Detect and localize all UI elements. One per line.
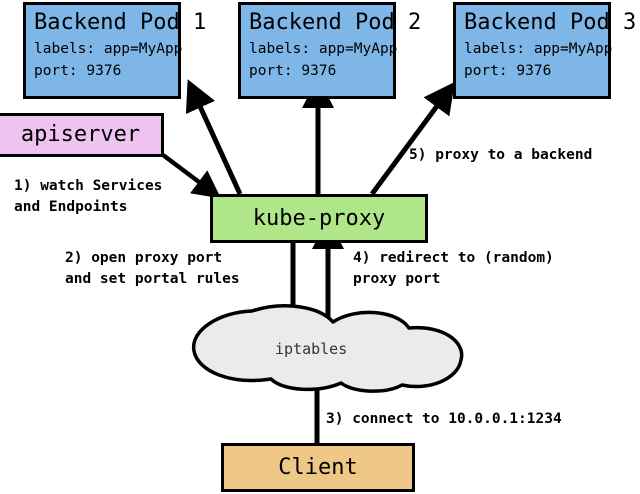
pod-title: Backend Pod 3 xyxy=(464,10,637,35)
step-2-line-1: 2) open proxy port xyxy=(65,250,223,266)
step-2-annotation: 2) open proxy port and set portal rules xyxy=(65,248,240,290)
step-1-line-1: 1) watch Services xyxy=(14,178,163,194)
pod-title: Backend Pod 1 xyxy=(34,10,207,35)
pod-labels: labels: app=MyApp xyxy=(464,41,613,57)
kube-proxy-node[interactable]: kube-proxy xyxy=(210,194,428,243)
iptables-cloud xyxy=(192,304,464,393)
step-1-line-2: and Endpoints xyxy=(14,199,128,215)
kube-proxy-label: kube-proxy xyxy=(252,205,386,231)
step-4-line-2: proxy port xyxy=(353,271,441,287)
step-3-annotation: 3) connect to 10.0.0.1:1234 xyxy=(326,409,562,430)
arrow-kubeproxy-to-pod-1 xyxy=(185,79,243,196)
step-4-annotation: 4) redirect to (random) proxy port xyxy=(353,248,554,290)
pod-port: port: 9376 xyxy=(34,63,122,79)
step-3-line-1: 3) connect to 10.0.0.1:1234 xyxy=(326,411,562,427)
pod-port: port: 9376 xyxy=(464,63,552,79)
pod-port: port: 9376 xyxy=(249,63,337,79)
iptables-label: iptables xyxy=(275,340,348,358)
client-label: Client xyxy=(278,454,358,480)
step-2-line-2: and set portal rules xyxy=(65,271,240,287)
step-1-annotation: 1) watch Services and Endpoints xyxy=(14,176,162,218)
pod-title: Backend Pod 2 xyxy=(249,10,422,35)
arrow-kubeproxy-to-pod-3 xyxy=(369,81,455,196)
client-node[interactable]: Client xyxy=(221,443,415,492)
backend-pod-3[interactable]: Backend Pod 3 labels: app=MyApp port: 93… xyxy=(453,2,637,99)
backend-pod-1[interactable]: Backend Pod 1 labels: app=MyApp port: 93… xyxy=(23,2,207,99)
step-4-line-1: 4) redirect to (random) xyxy=(353,250,554,266)
step-5-annotation: 5) proxy to a backend xyxy=(409,145,592,166)
backend-pod-2[interactable]: Backend Pod 2 labels: app=MyApp port: 93… xyxy=(238,2,422,99)
step-5-line-1: 5) proxy to a backend xyxy=(409,147,593,163)
arrow-apiserver-to-kubeproxy xyxy=(161,153,221,199)
pod-labels: labels: app=MyApp xyxy=(34,41,183,57)
apiserver-node[interactable]: apiserver xyxy=(0,113,164,157)
apiserver-label: apiserver xyxy=(20,122,141,147)
pod-labels: labels: app=MyApp xyxy=(249,41,398,57)
